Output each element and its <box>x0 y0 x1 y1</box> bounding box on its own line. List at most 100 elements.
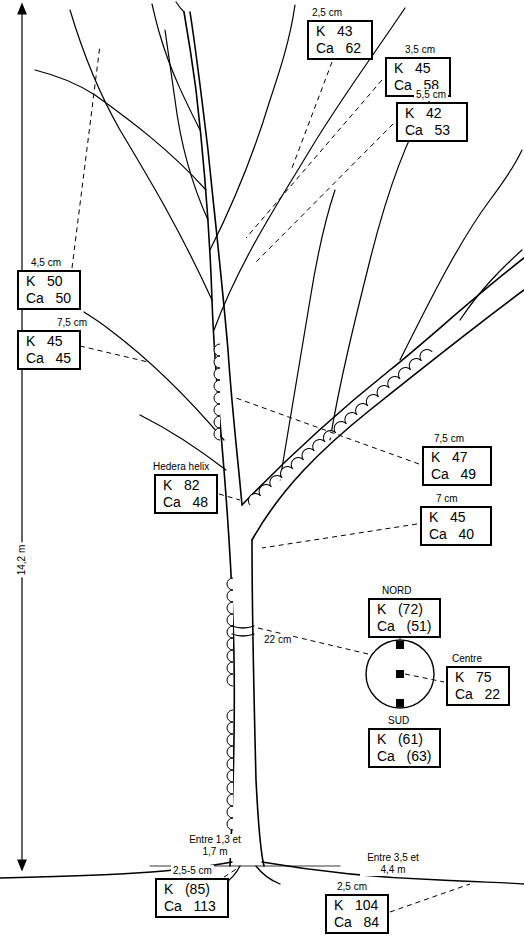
nutrient-value: Ca 49 <box>431 466 476 483</box>
location-note: Entre 1,3 et 1,7 m <box>182 834 248 858</box>
sample-box: 4,5 cmK 50Ca 50 <box>17 270 81 310</box>
nutrient-value: K 42 <box>405 105 442 122</box>
branch <box>400 150 522 360</box>
sample-square <box>396 641 404 649</box>
dimension-label: 14,2 m <box>16 543 28 578</box>
limb-outline <box>252 290 524 540</box>
nutrient-value: Ca 84 <box>334 914 379 931</box>
branch <box>176 2 184 12</box>
root <box>256 866 280 884</box>
limb-outline <box>242 258 524 505</box>
value-box: K 45Ca 40 <box>420 506 492 546</box>
diameter-label: 5,5 cm <box>414 89 448 101</box>
nutrient-value: Ca 62 <box>316 40 361 57</box>
value-box: K 45Ca 45 <box>17 330 81 370</box>
nutrient-value: Ca 22 <box>455 686 500 703</box>
sample-box: Hedera helixK 82Ca 48 <box>154 474 218 514</box>
trunk-band <box>232 626 254 636</box>
nutrient-value: K (85) <box>164 881 210 898</box>
value-box: K (72)Ca (51) <box>368 598 441 638</box>
diameter-label: 7 cm <box>434 493 460 505</box>
sample-box: 2,5 cmK 43Ca 62 <box>307 20 373 60</box>
nutrient-value: K (72) <box>377 601 423 618</box>
diameter-label: NORD <box>380 585 413 597</box>
nutrient-value: Ca 113 <box>164 898 216 915</box>
diameter-label: 2,5-5 cm <box>171 865 214 877</box>
nutrient-value: K 75 <box>455 669 492 686</box>
value-box: K 42Ca 53 <box>396 102 468 142</box>
sample-box: 2,5 cmK 104Ca 84 <box>325 894 389 934</box>
diameter-label: 7,5 cm <box>432 433 466 445</box>
value-box: K 43Ca 62 <box>307 20 373 60</box>
sample-box: NORDK (72)Ca (51) <box>368 598 441 638</box>
leader-line <box>262 524 417 548</box>
value-box: K 82Ca 48 <box>154 474 218 514</box>
branch <box>460 250 522 320</box>
nutrient-value: Ca 53 <box>405 122 450 139</box>
sample-box: CentreK 75Ca 22 <box>446 666 510 706</box>
sample-box: 2,5-5 cmK (85)Ca 113 <box>155 878 229 918</box>
diameter-label: 2,5 cm <box>335 881 369 893</box>
branch <box>70 10 212 300</box>
ivy-clump <box>214 344 220 440</box>
height-dimension <box>21 10 22 864</box>
nutrient-value: Ca 40 <box>429 526 474 543</box>
trunk-outline <box>190 12 242 505</box>
diameter-label: Hedera helix <box>151 461 211 473</box>
value-box: K 47Ca 49 <box>422 446 492 486</box>
diameter-label: 4,5 cm <box>29 257 63 269</box>
leader-line <box>405 674 444 682</box>
leader-line <box>390 884 470 912</box>
diameter-label: 7,5 cm <box>55 317 89 329</box>
sample-square <box>396 670 404 678</box>
leader-line <box>292 62 332 168</box>
nutrient-value: K 50 <box>26 273 63 290</box>
arrowhead <box>18 860 26 870</box>
nutrient-value: Ca 50 <box>26 290 71 307</box>
value-box: K 50Ca 50 <box>17 270 81 310</box>
nutrient-value: K 45 <box>26 333 63 350</box>
location-note: Entre 3,5 et 4,4 m <box>360 852 426 876</box>
section-circle <box>366 640 434 708</box>
leader-line <box>236 398 419 464</box>
diameter-label: SUD <box>386 715 411 727</box>
sample-box: 7,5 cmK 45Ca 45 <box>17 330 81 370</box>
root <box>0 862 232 878</box>
ivy-clump <box>227 578 233 830</box>
ivy-clump <box>246 347 433 505</box>
branch <box>210 5 295 250</box>
trunk-section <box>366 640 434 708</box>
diameter-label: 2,5 cm <box>310 7 344 19</box>
nutrient-value: Ca 45 <box>26 350 71 367</box>
value-box: K (61)Ca (63) <box>368 728 441 768</box>
leader-line <box>72 45 100 268</box>
nutrient-value: Ca (51) <box>377 618 431 635</box>
sample-box: 5,5 cmK 42Ca 53 <box>396 102 468 142</box>
nutrient-value: K 45 <box>429 509 466 526</box>
leader-line <box>258 628 368 654</box>
nutrient-value: K 47 <box>431 449 468 466</box>
value-box: K 104Ca 84 <box>325 894 389 934</box>
sample-box: 7,5 cmK 47Ca 49 <box>422 446 492 486</box>
leader-line <box>224 868 238 877</box>
sample-box: SUDK (61)Ca (63) <box>368 728 441 768</box>
leader-line <box>246 80 382 238</box>
trunk-outline <box>252 540 264 866</box>
diameter-label: Centre <box>450 653 484 665</box>
nutrient-value: K 45 <box>394 60 431 77</box>
leader-line <box>256 124 393 262</box>
branch <box>84 312 224 440</box>
value-box: K (85)Ca 113 <box>155 878 229 918</box>
nutrient-value: K 104 <box>334 897 378 914</box>
nutrient-value: K (61) <box>377 731 423 748</box>
branch <box>165 30 208 220</box>
sample-box: 7 cmK 45Ca 40 <box>420 506 492 546</box>
nutrient-value: Ca 48 <box>163 494 208 511</box>
nutrient-value: Ca (63) <box>377 748 431 765</box>
location-note: 22 cm <box>262 634 293 646</box>
arrowhead <box>18 4 26 14</box>
nutrient-value: K 82 <box>163 477 200 494</box>
leader-line <box>80 346 148 362</box>
nutrient-value: K 43 <box>316 23 353 40</box>
